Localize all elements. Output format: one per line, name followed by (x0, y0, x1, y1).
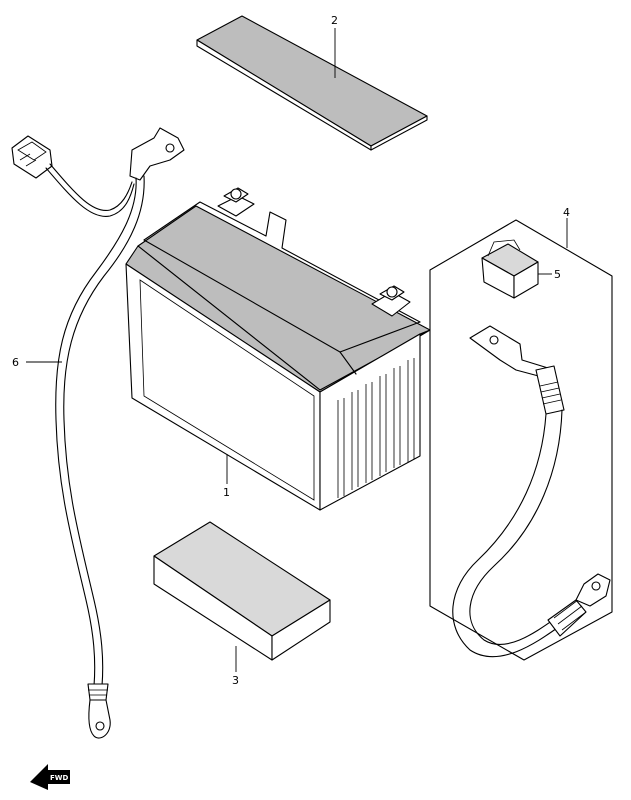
callout-5: 5 (554, 268, 561, 281)
part-2-battery-pad[interactable] (196, 15, 428, 151)
callout-4: 4 (563, 206, 570, 219)
callout-6: 6 (12, 356, 19, 369)
callout-1: 1 (223, 486, 230, 499)
part-6-negative-cable[interactable] (11, 127, 185, 739)
part-1-battery[interactable] (125, 187, 431, 511)
callout-2: 2 (331, 14, 338, 27)
part-3-spacer-block[interactable] (153, 521, 331, 661)
part-4-cable-set-frame[interactable] (429, 219, 613, 661)
callout-3: 3 (232, 674, 239, 687)
terminal-positive (371, 285, 411, 317)
forward-arrow-icon: FWD (30, 764, 70, 790)
positive-battery-cable[interactable] (452, 325, 611, 658)
terminal-negative (217, 187, 255, 217)
part-5-terminal-cover[interactable] (481, 239, 539, 299)
fwd-label: FWD (50, 774, 69, 782)
